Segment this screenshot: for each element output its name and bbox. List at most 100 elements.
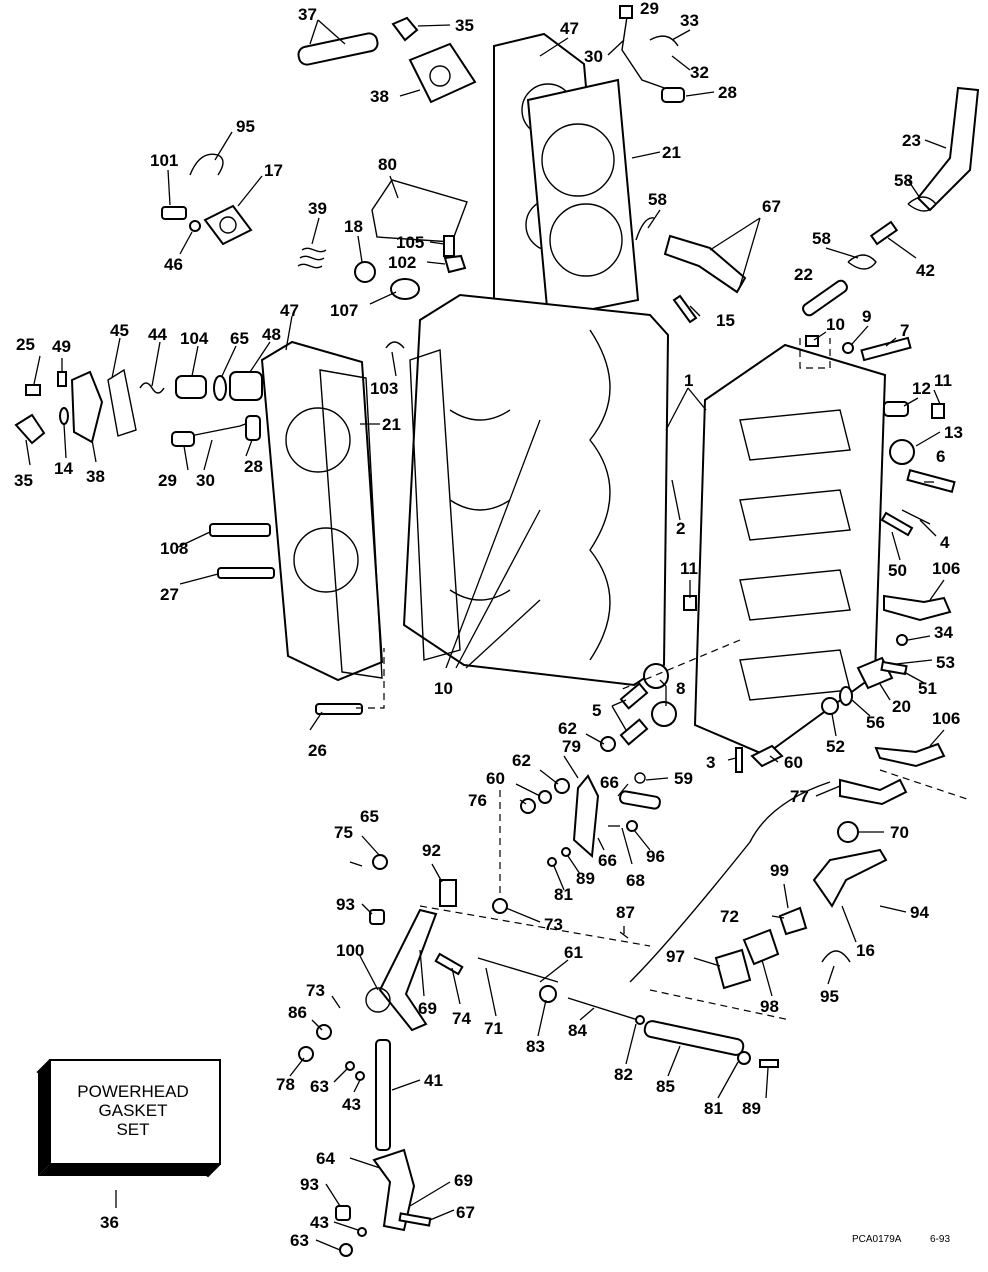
callout-16: 94 xyxy=(910,903,929,922)
washer-46 xyxy=(189,220,201,232)
callout-52: 52 xyxy=(826,737,845,756)
fitting-11-lower xyxy=(683,595,697,611)
callout-73-top: 93 xyxy=(336,895,355,914)
clamp-58-mid xyxy=(635,217,655,241)
callout-104: 104 xyxy=(180,329,209,348)
bolt-26 xyxy=(217,567,275,579)
link-59 xyxy=(619,790,661,810)
callout-77: 59 xyxy=(674,769,693,788)
fitting-35-top xyxy=(391,16,419,42)
callout-82: 84 xyxy=(568,1021,587,1040)
callout-74-bottom: 69 xyxy=(454,1171,473,1190)
bolt-71 xyxy=(434,952,464,976)
cylinder-block-1 xyxy=(402,293,670,687)
callout-45: 45 xyxy=(110,321,129,340)
callout-15: 15 xyxy=(716,311,735,330)
pin-73-top xyxy=(369,909,385,925)
callout-78: 86 xyxy=(288,1003,307,1022)
pin-73-bottom xyxy=(335,1205,351,1221)
callout-38-top: 38 xyxy=(370,87,389,106)
gasket-45 xyxy=(107,368,137,437)
figure-date: 6-93 xyxy=(930,1234,950,1245)
callout-30-left: 30 xyxy=(196,471,215,490)
bolt-14 xyxy=(315,703,363,715)
fitting-11-right xyxy=(931,403,945,419)
callout-17: 17 xyxy=(264,161,283,180)
washer-41-mid xyxy=(561,847,571,857)
callout-26: 27 xyxy=(160,585,179,604)
reference-line-14 xyxy=(356,648,385,709)
bracket-106-bottom xyxy=(874,742,946,768)
washer-56 xyxy=(839,686,853,706)
callout-39: 39 xyxy=(308,199,327,218)
callout-4: 4 xyxy=(940,533,950,552)
clamp-58-right-a xyxy=(907,196,937,212)
clip-33 xyxy=(649,35,679,47)
callout-47-left: 47 xyxy=(280,301,299,320)
bolt-6 xyxy=(906,468,956,494)
arm-79 xyxy=(572,774,600,859)
screw-10-right xyxy=(805,335,819,347)
callout-21-top: 21 xyxy=(662,143,681,162)
callout-8: 8 xyxy=(676,679,685,698)
sensor-70 xyxy=(839,778,908,806)
spring-82 xyxy=(567,997,639,1021)
callout-53: 53 xyxy=(936,653,955,672)
washer-9 xyxy=(842,342,854,354)
rod-83 xyxy=(477,957,559,983)
callout-37: 37 xyxy=(298,5,317,24)
callout-28-left: 28 xyxy=(244,457,263,476)
callout-63: 78 xyxy=(276,1075,295,1094)
callout-99: 72 xyxy=(720,907,739,926)
callout-38-left: 38 xyxy=(86,467,105,486)
screw-25 xyxy=(25,384,41,396)
callout-85: 82 xyxy=(614,1065,633,1084)
washer-41-bottom xyxy=(357,1227,367,1237)
callout-13: 13 xyxy=(944,423,963,442)
clip-85 xyxy=(635,1015,645,1025)
crankcase-half-1 xyxy=(693,343,887,757)
screw-3 xyxy=(735,747,743,773)
throttle-arm-69 xyxy=(365,908,438,1032)
gasket-80 xyxy=(371,179,468,243)
clip-102 xyxy=(443,254,467,274)
callout-34: 34 xyxy=(934,623,953,642)
gasket-box-line-2: GASKET xyxy=(99,1101,168,1120)
thermostat-104 xyxy=(175,375,207,399)
callout-72: 87 xyxy=(616,903,635,922)
callout-86: 89 xyxy=(742,1099,761,1118)
callout-73-bottom: 93 xyxy=(300,1175,319,1194)
callout-20: 20 xyxy=(892,697,911,716)
clip-60 xyxy=(750,744,784,768)
fitting-17 xyxy=(203,204,253,246)
bolt-50 xyxy=(880,511,914,537)
callout-66: 76 xyxy=(468,791,487,810)
hose-37 xyxy=(297,19,379,66)
spring-49 xyxy=(57,371,67,387)
callout-61-right: 73 xyxy=(544,915,563,934)
callout-43-left: 63 xyxy=(310,1077,329,1096)
callout-107: 107 xyxy=(330,301,358,320)
callout-21-left: 21 xyxy=(382,415,401,434)
callout-103: 103 xyxy=(370,379,398,398)
valve-5a xyxy=(619,682,649,710)
callout-94: 99 xyxy=(770,861,789,880)
callout-74-top: 69 xyxy=(418,999,437,1018)
callout-67-top: 67 xyxy=(762,197,781,216)
fitting-35-left xyxy=(14,413,46,445)
callout-2: 2 xyxy=(676,519,685,538)
callout-43-bottom: 63 xyxy=(290,1231,309,1250)
sensor-28-top xyxy=(661,87,685,103)
gasket-box-line-3: SET xyxy=(116,1120,149,1139)
callout-95-lower: 95 xyxy=(820,987,839,1006)
callout-61-left: 73 xyxy=(306,981,325,1000)
callout-93: 92 xyxy=(422,841,441,860)
callout-49: 49 xyxy=(52,337,71,356)
callout-25: 25 xyxy=(16,335,35,354)
callout-30-top: 30 xyxy=(584,47,603,66)
callout-3: 3 xyxy=(706,753,715,772)
bushing-52 xyxy=(821,697,839,715)
sensor-13 xyxy=(889,439,915,465)
callout-19: 14 xyxy=(54,459,73,478)
